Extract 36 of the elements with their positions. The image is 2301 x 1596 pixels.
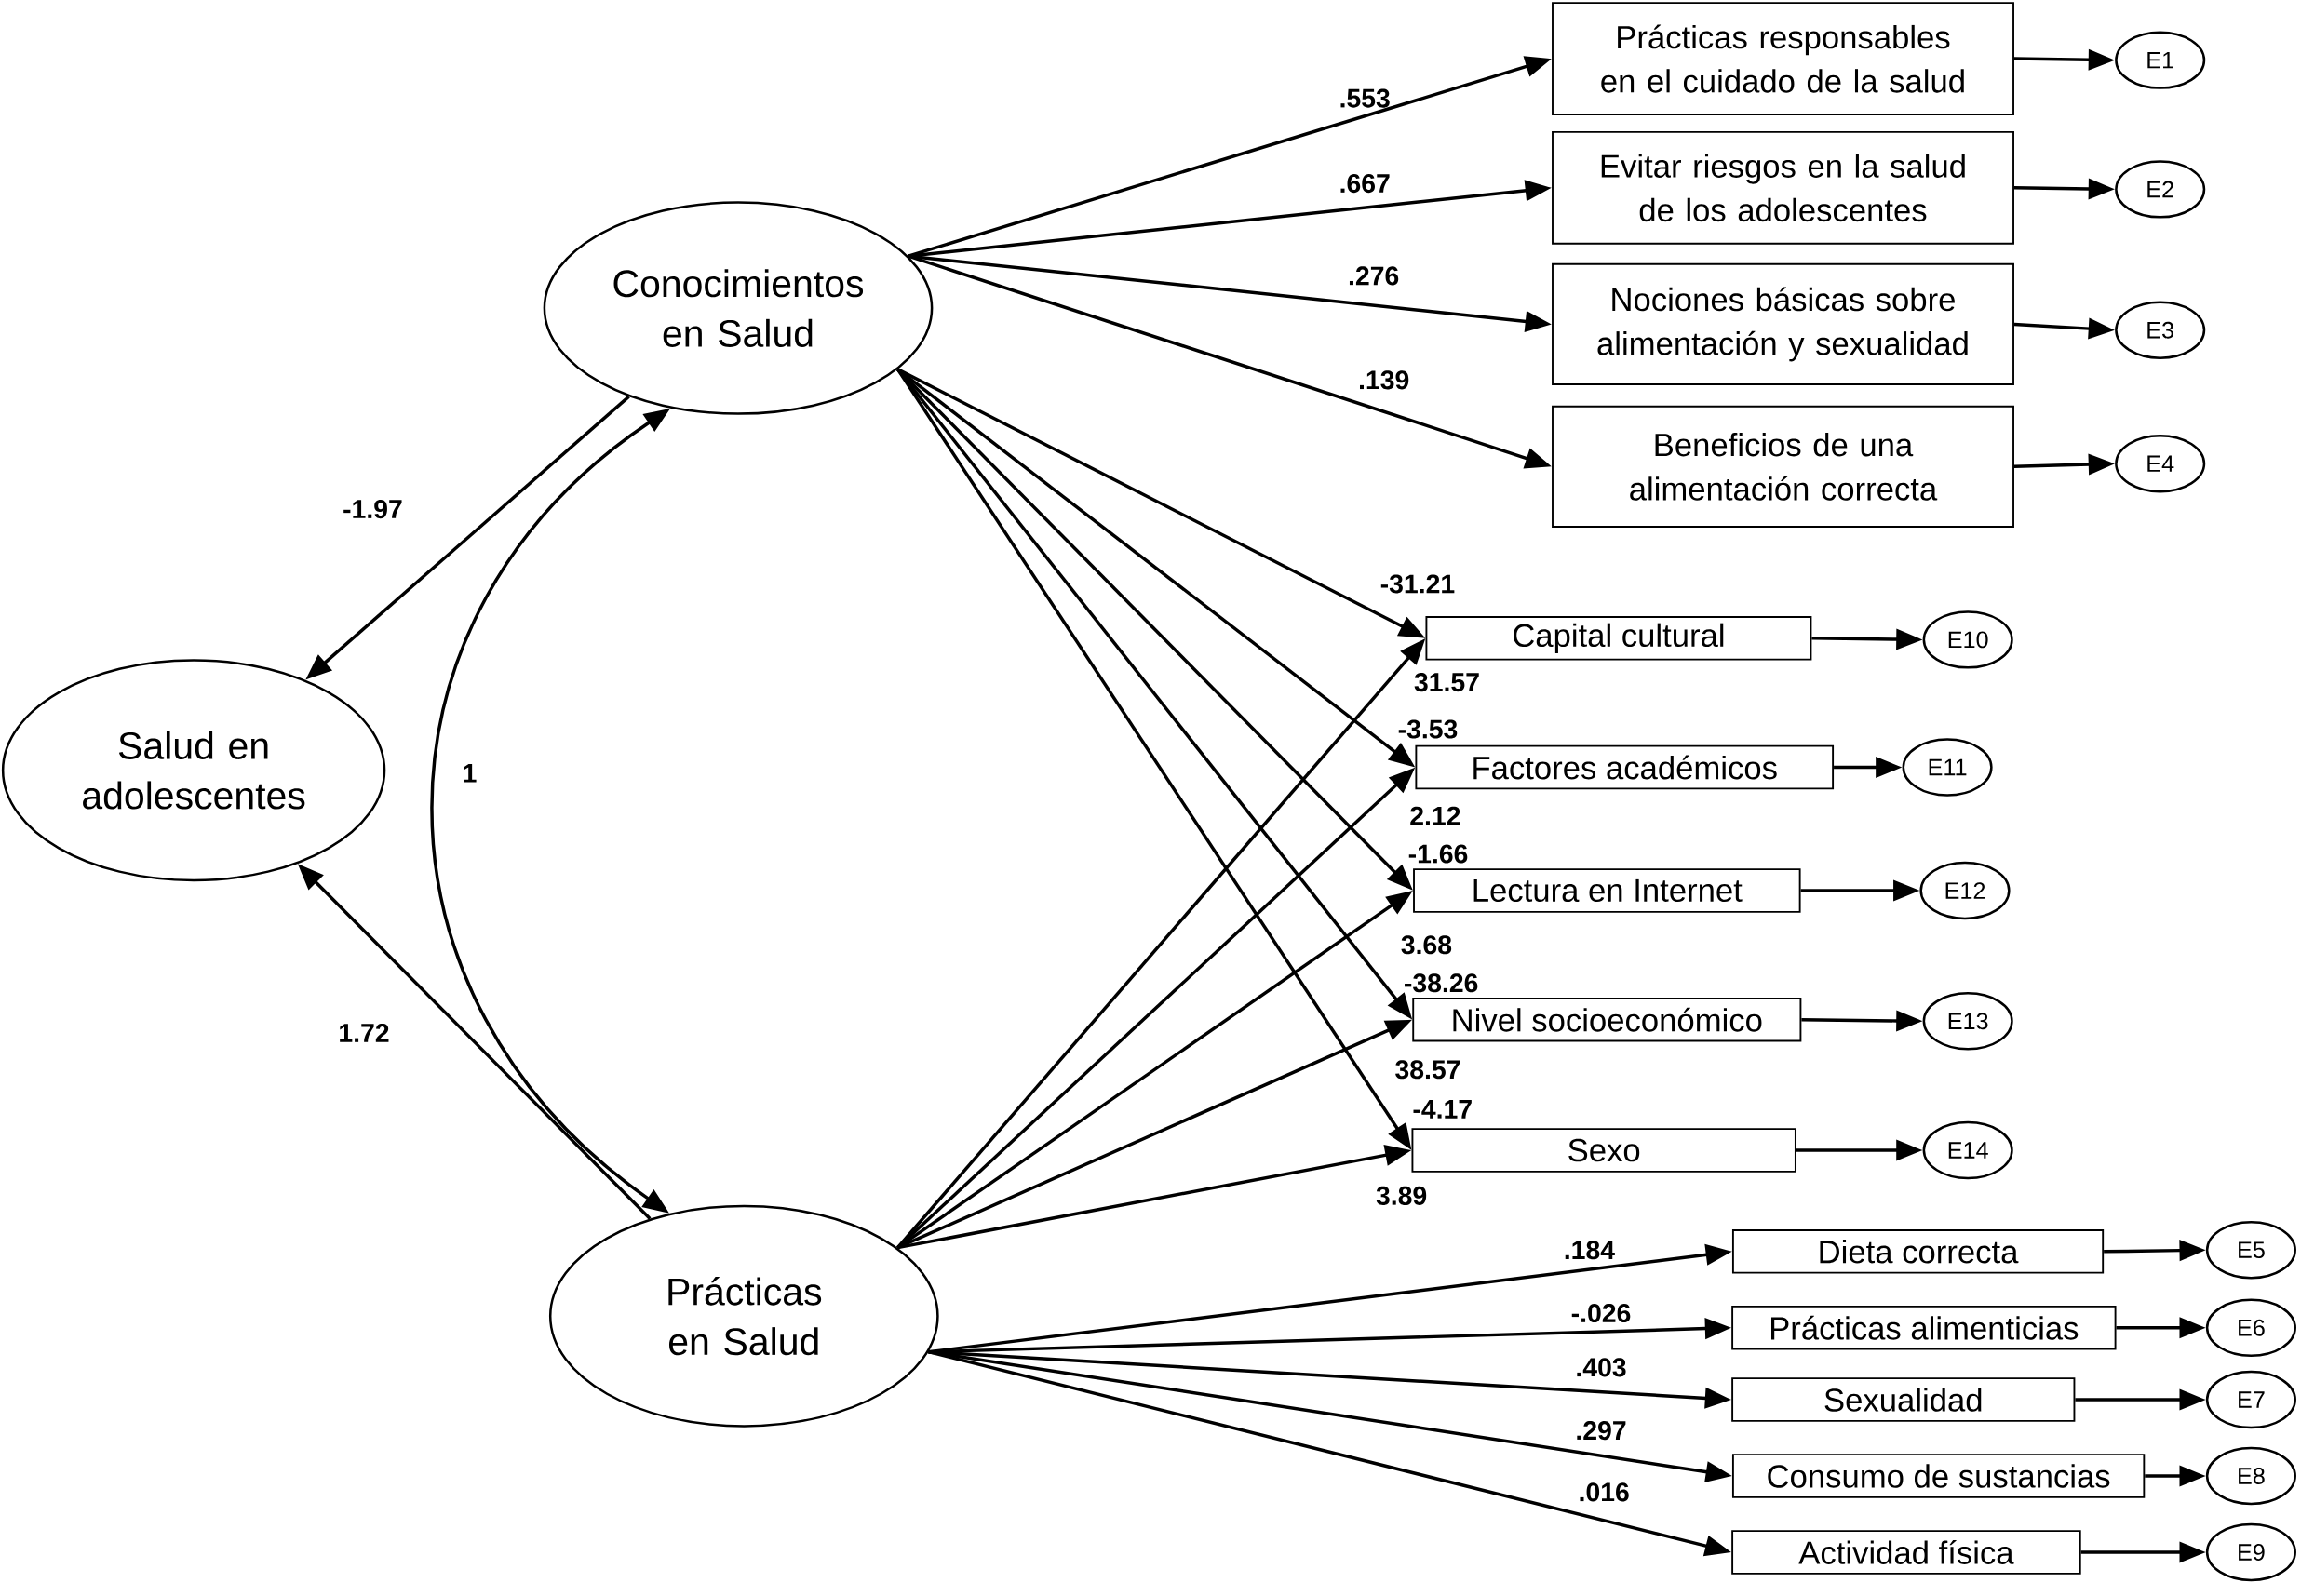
coefficient-label: 1 [464,763,477,783]
indicator-box: Capital cultural [1425,615,1812,661]
coefficient-label: -4.17 [1413,1100,1472,1119]
indicator-box: Sexo [1411,1128,1796,1173]
indicator-box: Prácticas alimenticias [1731,1305,2117,1350]
indicator-box: Evitar riesgos en la salud de los adolescentes [1552,130,2014,245]
coefficient-label: -1.66 [1408,844,1468,864]
indicator-box: Prácticas responsables en el cuidado de la salud [1552,2,2014,115]
coefficient-label: -31.21 [1380,574,1455,594]
indicator-box: Dieta correcta [1731,1228,2105,1274]
coefficient-label: 38.57 [1395,1060,1460,1080]
coefficient-label: -1.97 [343,499,402,518]
coefficient-label: 3.89 [1376,1186,1427,1205]
coefficient-label: 31.57 [1414,672,1479,691]
coefficient-label: 3.68 [1401,935,1452,955]
indicator-box: Nivel socioeconómico [1412,997,1802,1042]
indicator-box: Consumo de sustancias [1731,1454,2146,1498]
coefficient-label: .553 [1340,88,1390,108]
coefficient-label: -3.53 [1398,719,1458,739]
coefficient-label: .403 [1577,1358,1626,1377]
coefficient-label: .184 [1565,1241,1615,1260]
coefficient-label: .016 [1580,1482,1629,1502]
indicator-box: Actividad física [1731,1530,2081,1575]
coefficient-label: -38.26 [1405,973,1478,993]
coefficient-label: 2.12 [1410,806,1460,825]
indicator-box: Sexualidad [1731,1377,2076,1422]
indicator-box: Nociones básicas sobre alimentación y sexualidad [1552,262,2014,385]
coefficient-label: .139 [1360,370,1409,390]
indicator-box: Factores académicos [1415,744,1835,790]
coefficient-label: 1.72 [340,1023,389,1042]
coefficient-label: -.026 [1571,1303,1631,1322]
coefficient-label: .667 [1340,173,1390,193]
indicator-box: Beneficios de una alimentación correcta [1552,405,2014,528]
coefficient-label: .276 [1349,266,1399,286]
indicator-box: Lectura en Internet [1413,868,1801,913]
coefficient-label: .297 [1577,1420,1626,1441]
